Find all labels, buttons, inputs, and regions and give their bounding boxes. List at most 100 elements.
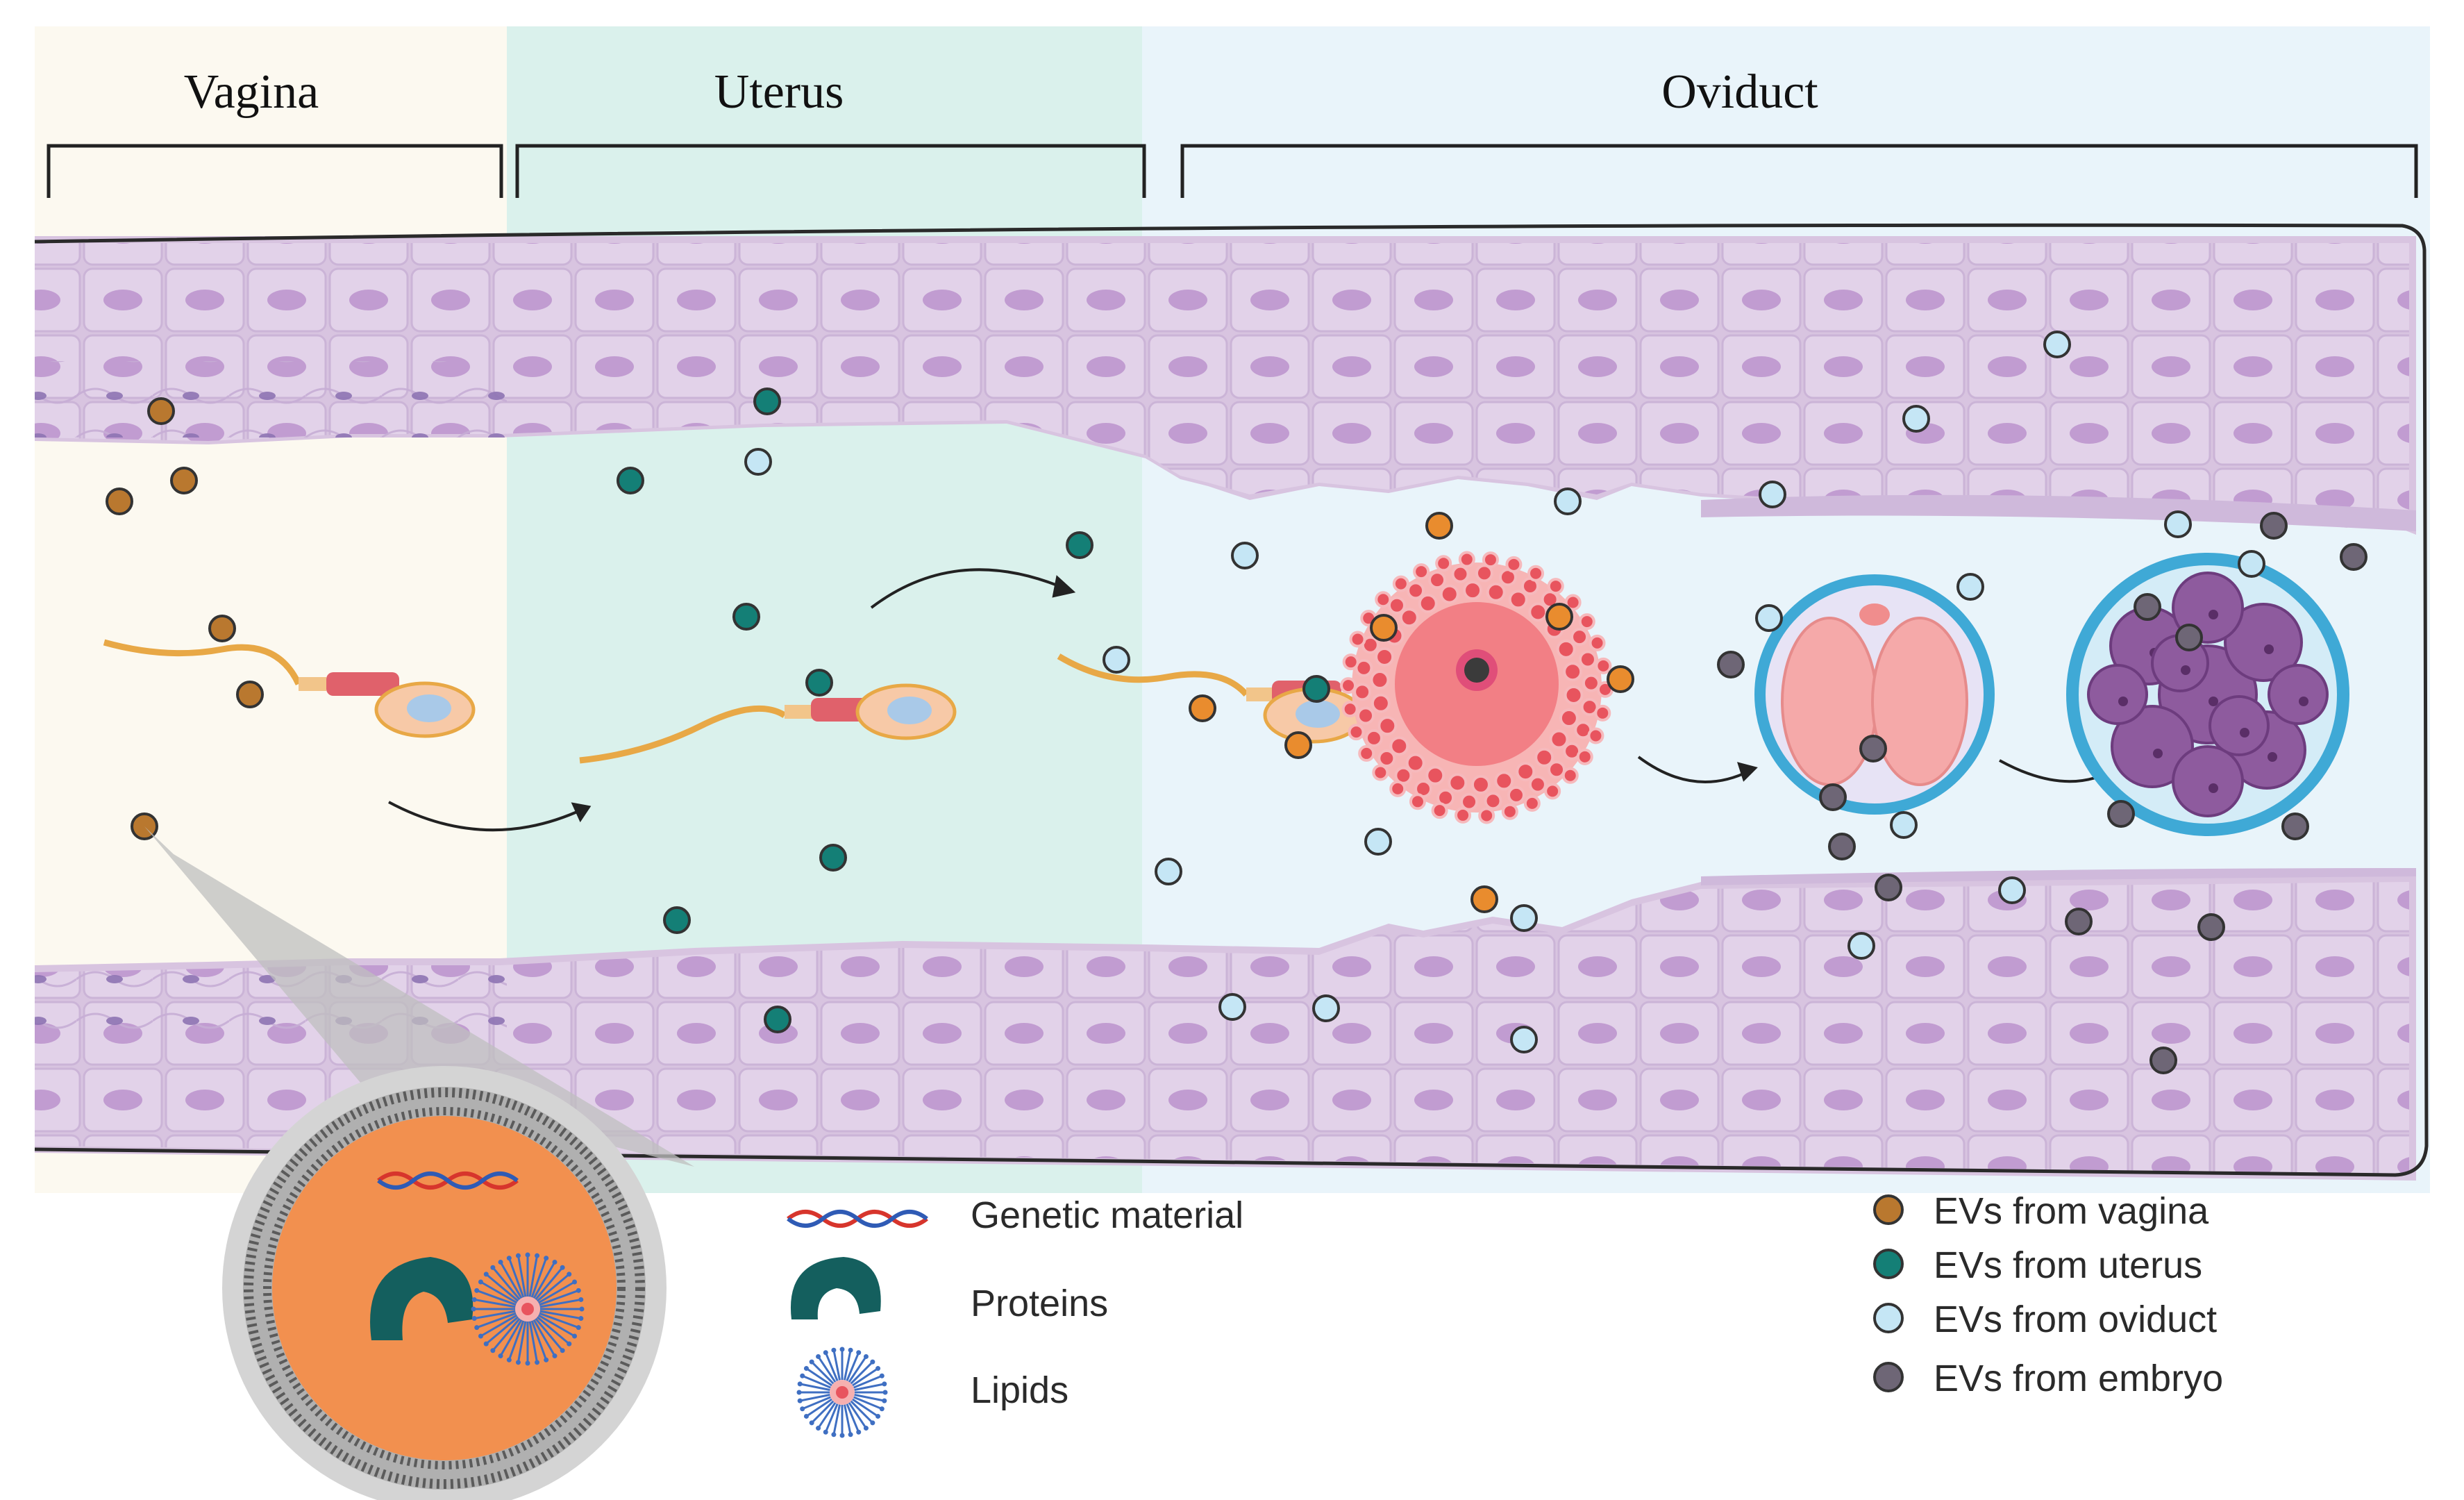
lipid-tail (817, 1402, 837, 1429)
lipid-tail (852, 1398, 879, 1417)
ev-dot (1998, 876, 2026, 904)
lipid-head (490, 1265, 496, 1270)
lipid-tail (539, 1298, 582, 1308)
lipid-head (848, 1432, 853, 1438)
cumulus-cell (1451, 565, 1470, 583)
lipid-head (572, 1279, 578, 1285)
cumulus-cell (1375, 591, 1392, 608)
cumulus-cell (1486, 582, 1506, 602)
ev-dot (1759, 481, 1786, 508)
cumulus-cell (1353, 683, 1372, 701)
ev-dot (1607, 665, 1634, 693)
cumulus-cell (1435, 555, 1452, 572)
lipid-tail (485, 1273, 519, 1302)
two-cell-embryo (1754, 574, 1995, 815)
legend-ev-embryo-label: EVs from embryo (1934, 1358, 2223, 1399)
lipid-head (882, 1381, 887, 1387)
upper-epithelium (35, 236, 2416, 535)
morula-cell (2111, 705, 2194, 788)
lipid-tail (476, 1289, 517, 1306)
lipid-tail (817, 1356, 837, 1383)
vesicle-zoom-callout (144, 826, 694, 1500)
lipid-tail (536, 1316, 570, 1345)
lipid-tail (492, 1317, 521, 1351)
cumulus-cell (1523, 794, 1541, 812)
legend-ev-uterus-label: EVs from uterus (1934, 1244, 2202, 1286)
lipid-tail (533, 1261, 556, 1299)
lipid-head (863, 1353, 869, 1359)
lipid-head (870, 1420, 875, 1426)
ev-legend: EVs from vagina EVs from uterus EVs from… (1873, 1190, 2223, 1399)
cumulus-cell (1594, 704, 1611, 722)
uterus-bracket (515, 144, 1146, 198)
uterus-title: Uterus (714, 65, 844, 119)
cumulus-cell (1341, 701, 1359, 718)
ev-dot (1189, 694, 1216, 722)
cumulus-cell (1576, 748, 1593, 765)
lipid-tail (805, 1367, 832, 1387)
cumulus-cell (1549, 729, 1569, 749)
lipid-tail (473, 1310, 516, 1320)
lipid-tail (536, 1273, 570, 1302)
ev-dot (1284, 731, 1312, 759)
zoom-protein (370, 1257, 473, 1340)
lipid-head (839, 1347, 845, 1352)
sperm-cell-vagina (103, 639, 476, 738)
lipid-head (839, 1433, 845, 1438)
legend-lipid-icon (796, 1347, 888, 1438)
lipid-head (796, 1390, 802, 1395)
lipid-tail (850, 1400, 873, 1424)
morula-nucleus (2118, 697, 2128, 706)
ev-dot (1859, 735, 1887, 762)
cumulus-cell (1448, 773, 1468, 793)
lipid-head (474, 1288, 480, 1293)
lipid-tail (854, 1383, 885, 1391)
ev-dot (1510, 1026, 1538, 1053)
lipid-head (816, 1426, 821, 1431)
oviduct-bracket (1180, 144, 2418, 198)
vagina-title: Vagina (184, 65, 319, 119)
ev-dot (663, 906, 691, 934)
sperm-cell-uterus (579, 683, 957, 764)
lipid-head (567, 1341, 572, 1347)
lipid-tail (802, 1396, 831, 1410)
lipid-head (498, 1353, 503, 1359)
lipid-head (474, 1325, 480, 1331)
morula-cell (2268, 664, 2329, 725)
lipid-tail (508, 1320, 525, 1360)
lipid-tail (537, 1314, 576, 1338)
lipid-head (803, 1366, 809, 1372)
ev-dot (617, 467, 644, 494)
lipid-tail (530, 1258, 548, 1298)
lipid-head (879, 1406, 885, 1412)
lipid-head (525, 1252, 530, 1258)
ev-dot (1155, 858, 1182, 885)
lipid-tail (799, 1394, 830, 1402)
lipid-tail (811, 1361, 835, 1385)
cumulus-cell (1595, 657, 1612, 674)
ev-dot (1828, 833, 1856, 860)
cumulus-cell (1508, 590, 1528, 610)
cumulus-cell (1387, 596, 1406, 615)
legend-ev-uterus-marker (1873, 1249, 1904, 1279)
lipid-head (856, 1429, 862, 1435)
ev-dot (2065, 908, 2093, 935)
legend-ev-vagina-marker (1873, 1194, 1904, 1225)
ev-dot (1717, 651, 1745, 678)
lipid-head (809, 1420, 814, 1426)
lipid-head (560, 1348, 565, 1353)
lipid-head (875, 1413, 881, 1419)
ev-dot (805, 669, 833, 697)
cumulus-cell (1371, 693, 1391, 713)
ev-dot (1302, 675, 1330, 703)
cumulus-cell (1544, 783, 1561, 800)
lipid-tail (848, 1402, 867, 1429)
cumulus-cell (1458, 551, 1475, 568)
cumulus-cell (1455, 806, 1472, 824)
ev-dot (1902, 405, 1930, 433)
lipid-head (856, 1350, 862, 1356)
cumulus-cell (1377, 749, 1396, 768)
lipid-tail (805, 1398, 832, 1417)
cumulus-cell (1392, 575, 1409, 592)
